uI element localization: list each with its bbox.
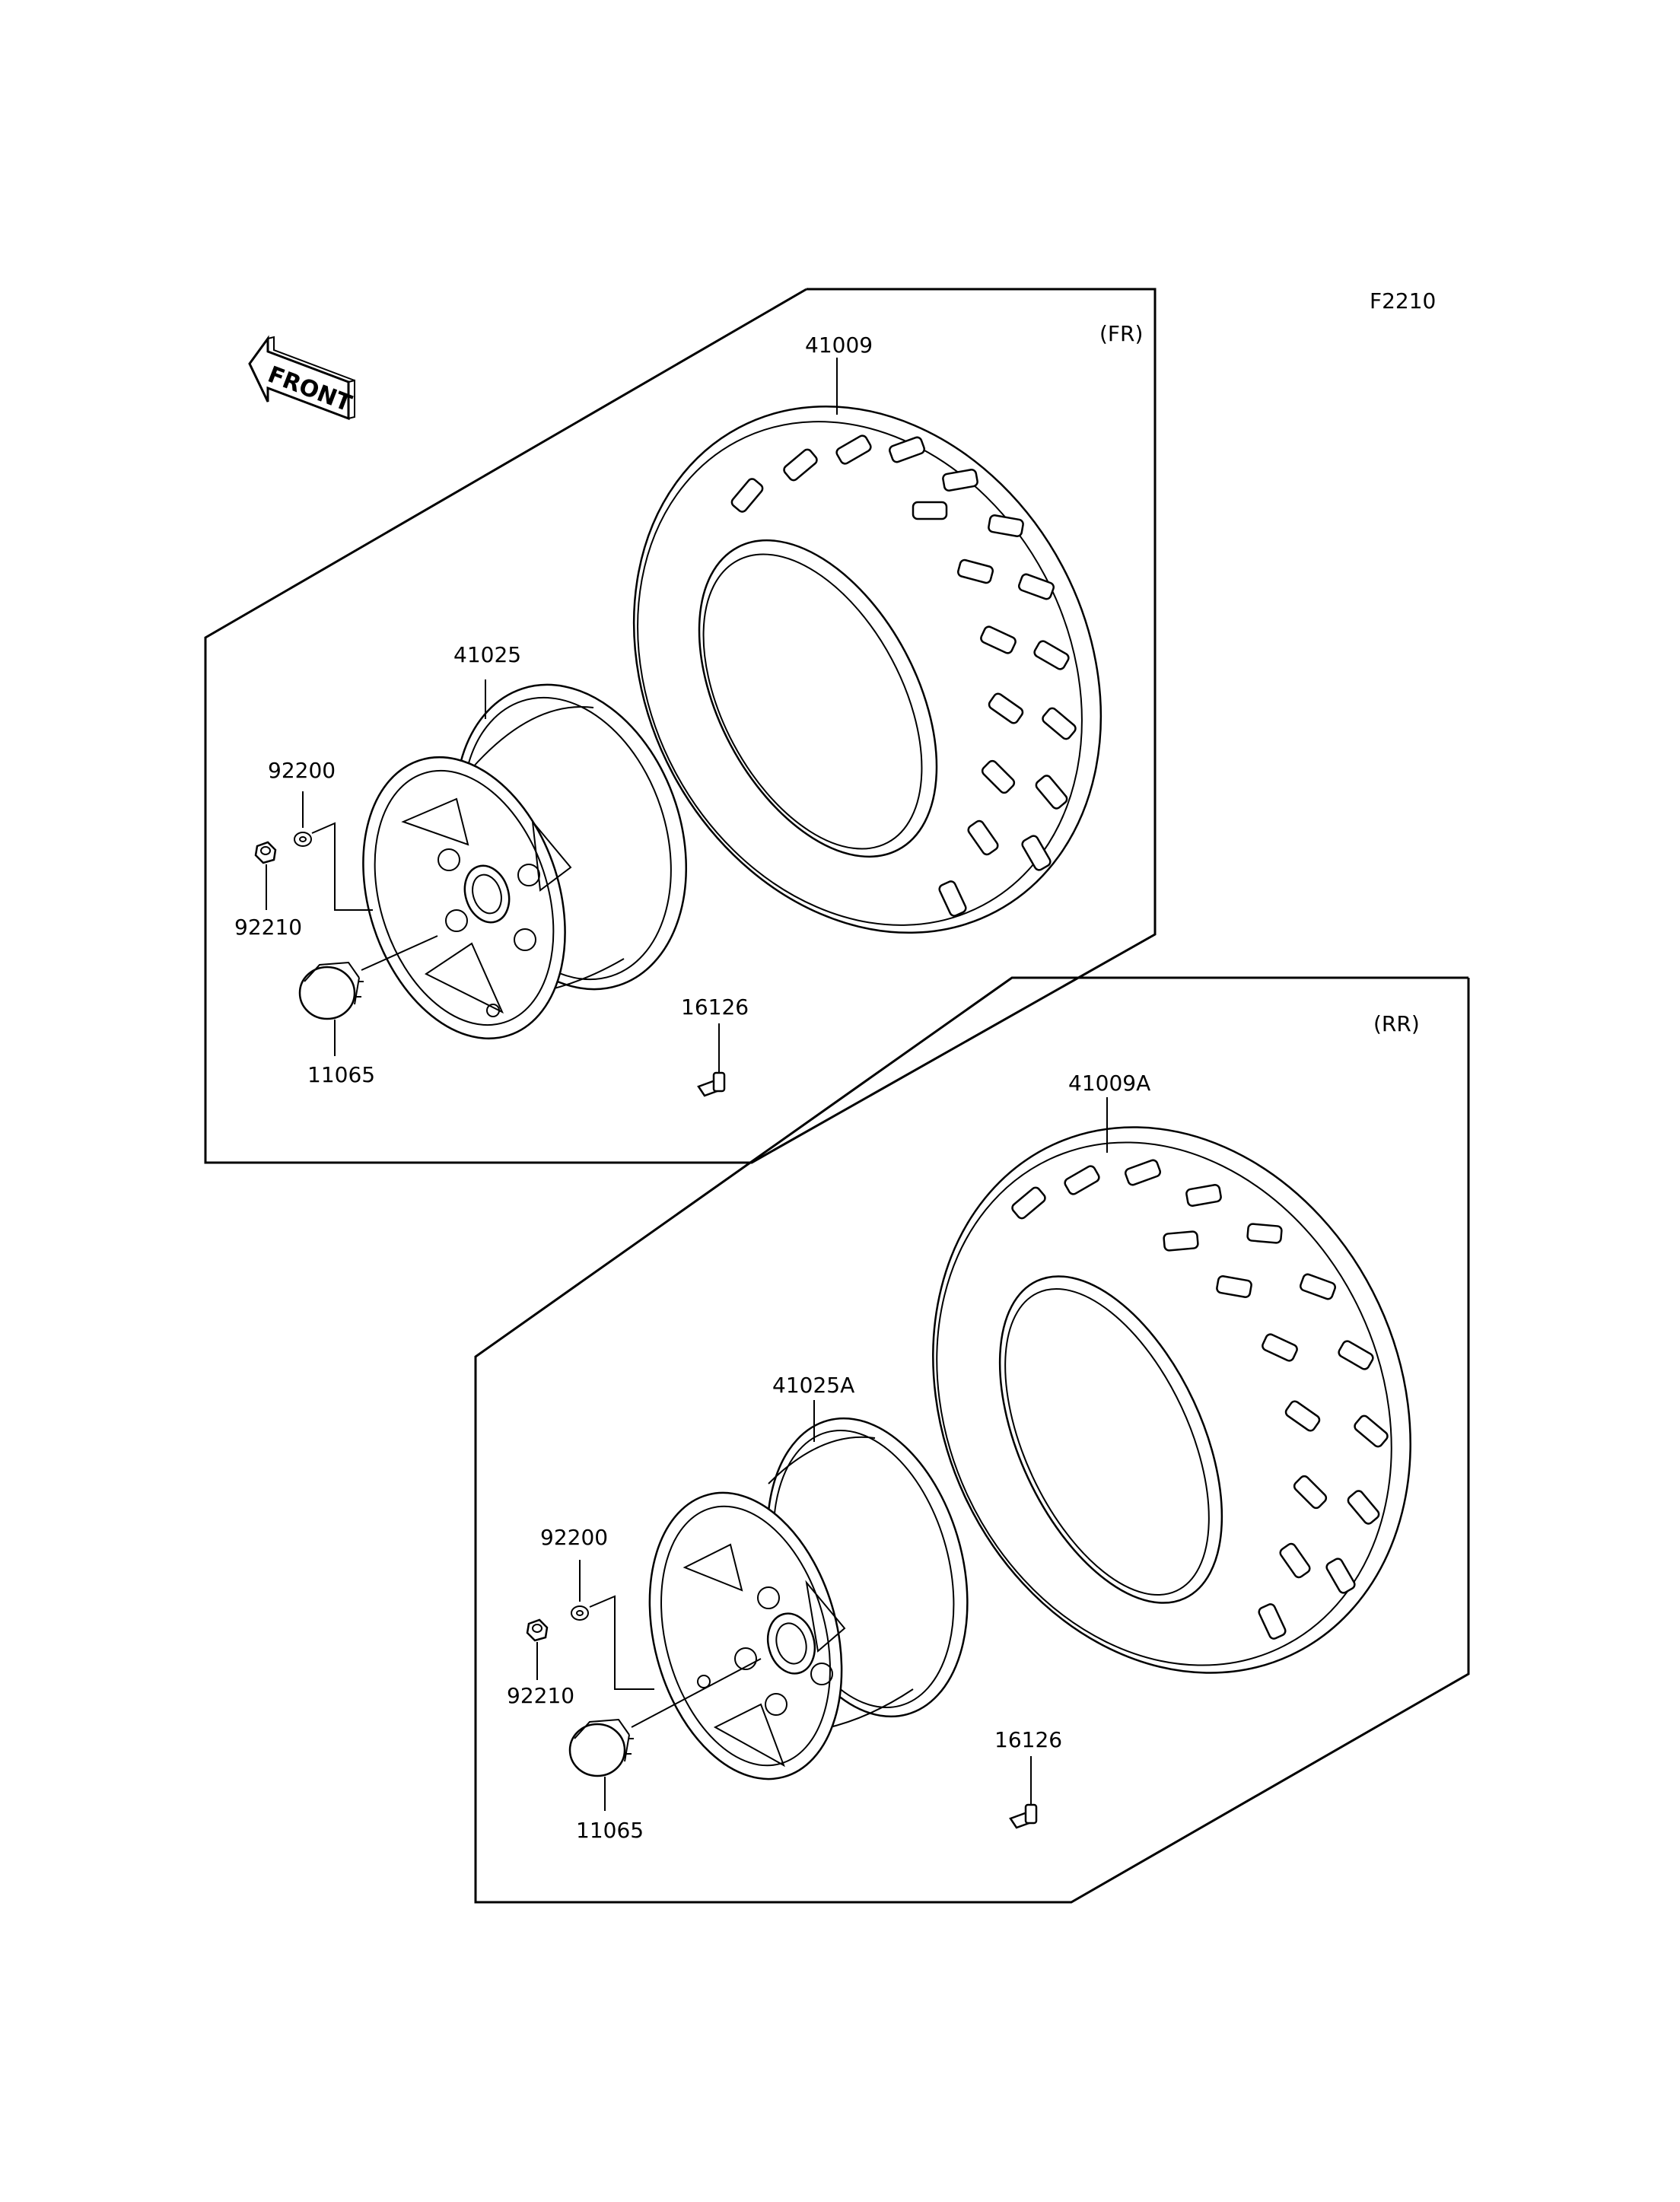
rear-group-frame — [474, 976, 1470, 1904]
rear-nut-label: 92210 — [507, 1683, 574, 1708]
front-tire-label: 41009 — [805, 333, 873, 358]
front-group: (FR) — [204, 288, 1157, 1164]
rear-tire — [932, 1126, 1411, 1674]
rear-wheel — [648, 1417, 969, 1780]
front-wheel-label: 41025 — [453, 642, 521, 667]
rear-washer-label: 92200 — [540, 1525, 608, 1550]
front-tire-tread — [730, 434, 1077, 917]
front-wheel — [362, 683, 688, 1040]
rear-cap-label: 11065 — [576, 1818, 644, 1843]
front-washer — [294, 832, 312, 847]
rear-wheel-label: 41025A — [772, 1373, 854, 1398]
front-nut-label: 92210 — [234, 915, 302, 940]
front-hub-cap — [298, 961, 364, 1020]
front-group-title: (FR) — [1099, 321, 1143, 346]
front-nut — [254, 841, 277, 864]
front-arrow-text: FRONT — [264, 361, 355, 418]
rear-nut — [526, 1618, 549, 1642]
front-valve-label: 16126 — [681, 994, 749, 1020]
front-tire — [632, 405, 1102, 934]
figure-code: F2210 — [1370, 288, 1436, 313]
rear-valve — [1009, 1803, 1038, 1829]
rear-valve-label: 16126 — [994, 1727, 1062, 1752]
front-valve — [697, 1071, 726, 1097]
front-arrow-icon: FRONT — [248, 335, 355, 421]
front-cap-label: 11065 — [307, 1062, 375, 1087]
rear-washer — [571, 1605, 589, 1621]
front-washer-label: 92200 — [268, 758, 336, 783]
rear-tire-tread — [1011, 1159, 1389, 1640]
rear-group: (RR) — [474, 976, 1470, 1904]
rear-tire-label: 41009A — [1068, 1071, 1150, 1096]
rear-hub-cap — [568, 1718, 634, 1777]
rear-group-title: (RR) — [1373, 1011, 1420, 1036]
